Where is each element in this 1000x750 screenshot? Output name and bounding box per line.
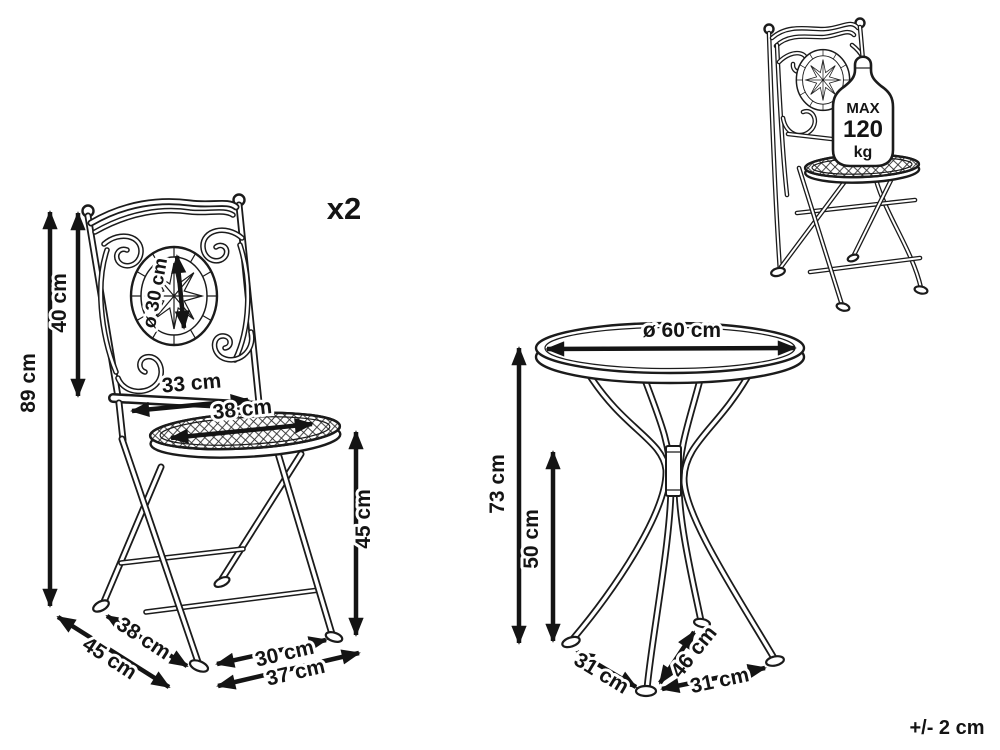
dim-chair-backrest-height: 40 cm: [45, 211, 86, 398]
table-foot: [692, 617, 712, 629]
chair-foot: [770, 266, 786, 278]
table-foot: [634, 684, 658, 698]
max-load-weight-icon: MAX 120 kg: [831, 55, 895, 168]
dim-table-underframe-height: 50 cm: [517, 450, 561, 643]
chair-backrest-height-label: 40 cm: [48, 273, 71, 333]
chair-foot: [92, 599, 110, 613]
chair-total-height-label: 89 cm: [17, 353, 40, 413]
tolerance-note: +/- 2 cm: [909, 717, 984, 739]
table-leg-collar: [665, 445, 682, 497]
table-underframe-height-label: 50 cm: [520, 509, 543, 569]
dim-table-top-diameter: ø 60 cm: [545, 316, 797, 357]
chair-foot: [213, 575, 231, 589]
max-load-value-label: 120: [843, 116, 883, 143]
table-foot: [765, 655, 785, 667]
chair-seat-height-label: 45 cm: [352, 489, 375, 549]
chair-dimensions: 89 cm 40 cm ø 30 cm 33 cm 38 cm 45 cm 38…: [14, 210, 378, 694]
table-view: [534, 321, 806, 698]
table-total-height-label: 73 cm: [486, 454, 509, 514]
dim-chair-footprint-width: 37 cm: [216, 649, 361, 694]
chair-foot: [188, 659, 210, 673]
chair-legs: [92, 439, 344, 673]
chair-foot: [835, 302, 851, 312]
chair-foot: [913, 285, 929, 295]
chair-foot: [324, 631, 344, 643]
table-base-right-label: 31 cm: [688, 663, 751, 698]
max-load-prefix-label: MAX: [846, 100, 879, 117]
quantity-label: x2: [327, 191, 361, 226]
max-load-unit-label: kg: [854, 144, 873, 161]
chair-backrest-width-label: 33 cm: [161, 369, 222, 397]
dim-chair-seat-height: 45 cm: [348, 430, 378, 637]
table-foot: [561, 635, 581, 649]
dim-table-base-left: 31 cm: [567, 645, 638, 702]
chair-foot: [846, 253, 860, 263]
table-base-left-label: 31 cm: [570, 648, 633, 698]
table-top-diameter-label: ø 60 cm: [643, 319, 721, 342]
dim-table-total-height: 73 cm: [483, 346, 527, 645]
chair-folded-view: MAX 120 kg: [763, 17, 929, 312]
dim-chair-total-height: 89 cm: [14, 210, 58, 608]
